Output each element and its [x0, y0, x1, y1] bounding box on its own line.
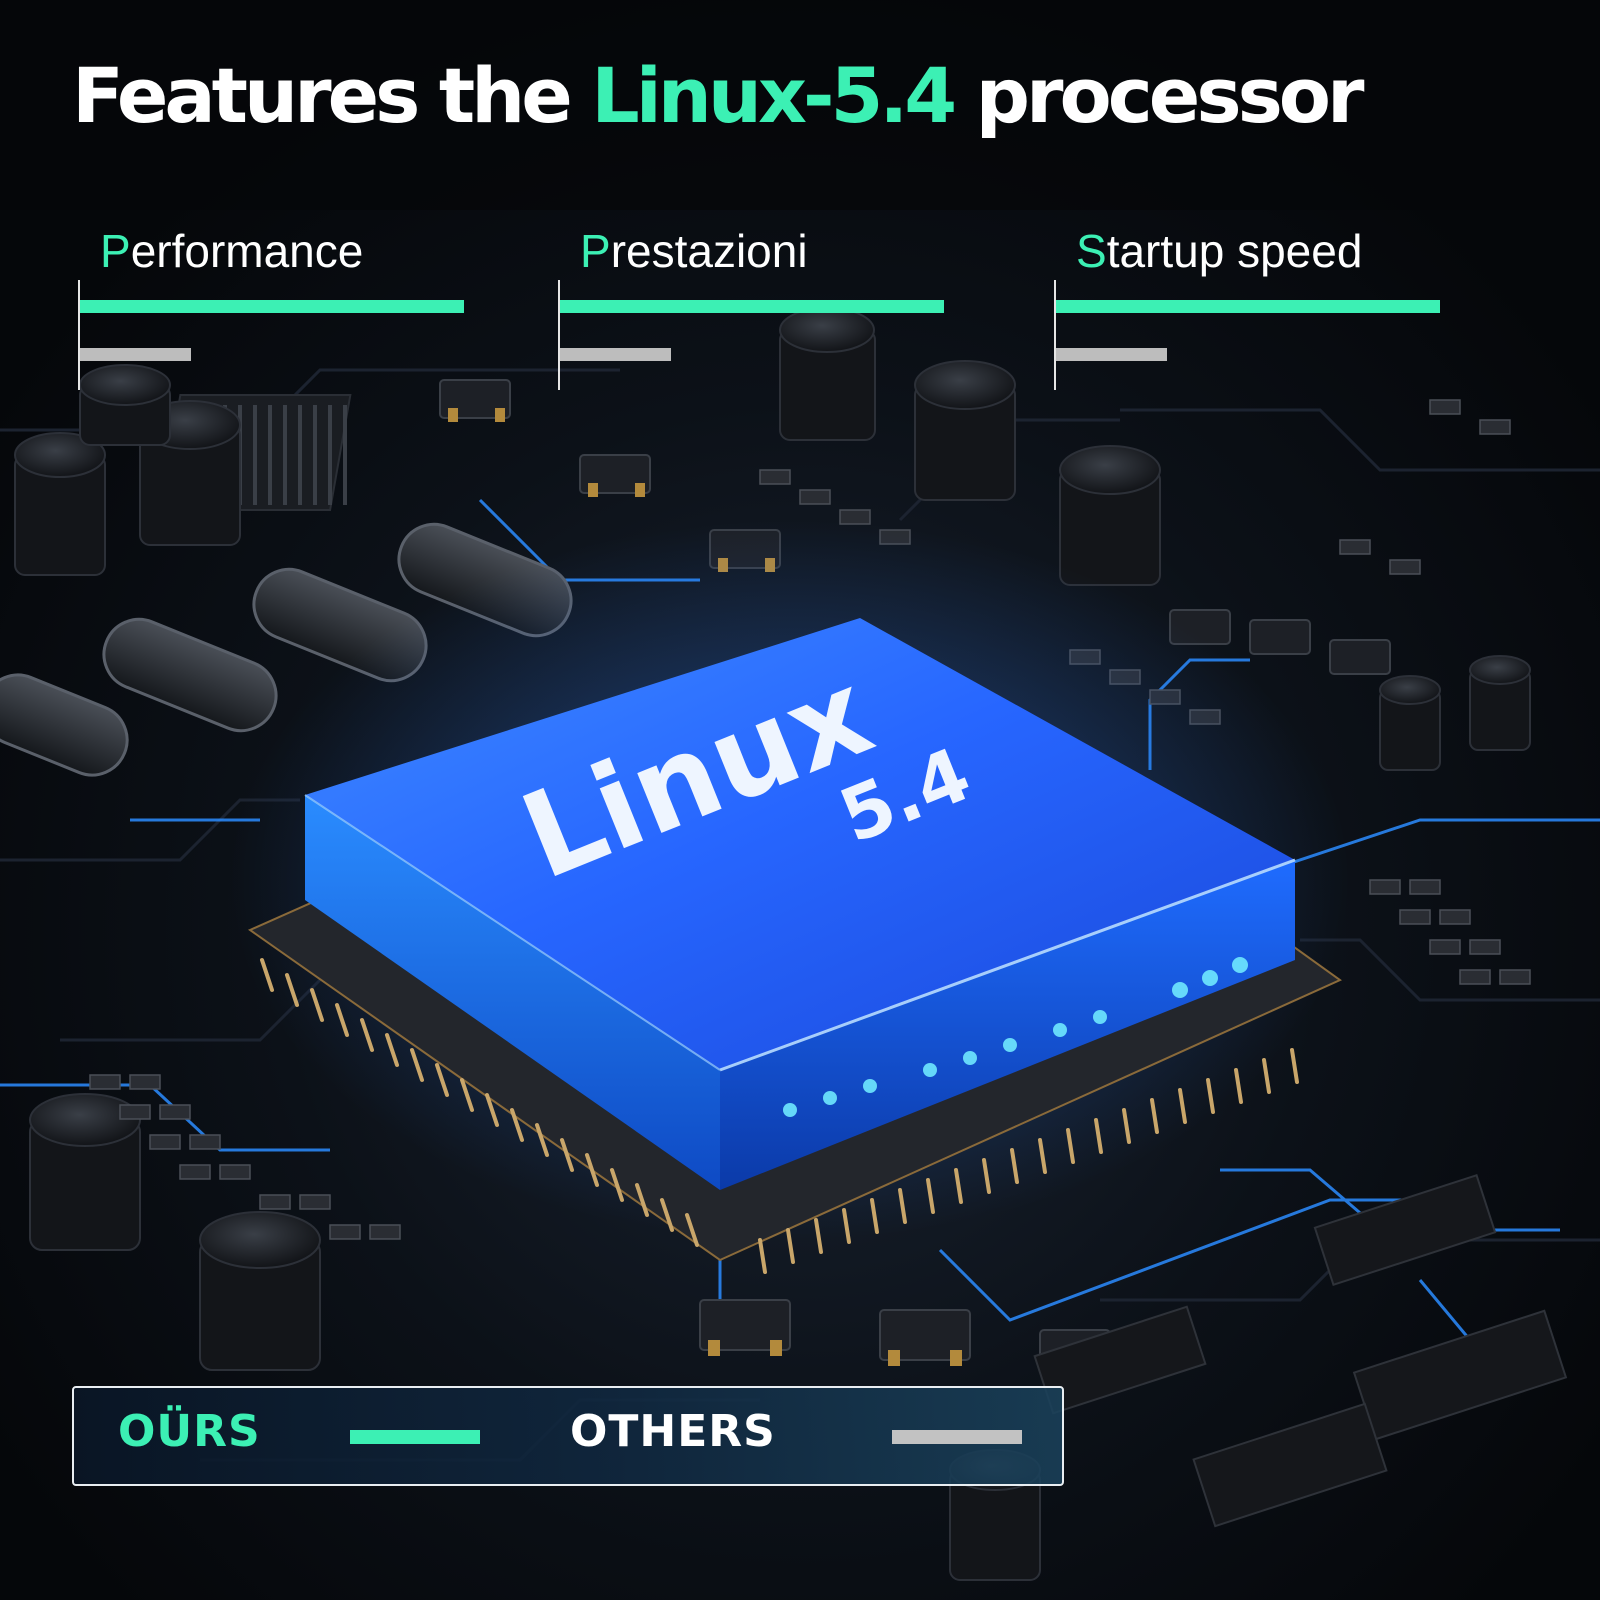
legend: OÜRS OTHERS: [72, 1386, 1064, 1486]
metric-startup-speed: Startup speed: [1054, 226, 1454, 396]
bar-others: [560, 348, 672, 361]
bar-ours: [80, 300, 464, 313]
metric-performance: Performance: [78, 226, 478, 396]
headline-part2: processor: [975, 51, 1365, 140]
metric-axis-line: [558, 280, 560, 390]
metric-prestazioni: Prestazioni: [558, 226, 958, 396]
headline: Features the Linux-5.4 processor: [72, 58, 1364, 134]
legend-ours-swatch: [350, 1430, 480, 1444]
legend-others-label: OTHERS: [570, 1406, 776, 1457]
bar-others: [80, 348, 192, 361]
metric-axis-line: [78, 280, 80, 390]
headline-accent: Linux-5.4: [591, 51, 957, 140]
legend-ours-label: OÜRS: [118, 1406, 261, 1457]
bar-others: [1056, 348, 1168, 361]
legend-others-swatch: [892, 1430, 1022, 1444]
metric-label: Prestazioni: [580, 225, 808, 277]
bar-ours: [560, 300, 944, 313]
headline-part1: Features the: [72, 51, 573, 140]
bar-ours: [1056, 300, 1440, 313]
metric-label: Performance: [100, 225, 364, 277]
metric-axis-line: [1054, 280, 1056, 390]
metric-label: Startup speed: [1076, 225, 1363, 277]
